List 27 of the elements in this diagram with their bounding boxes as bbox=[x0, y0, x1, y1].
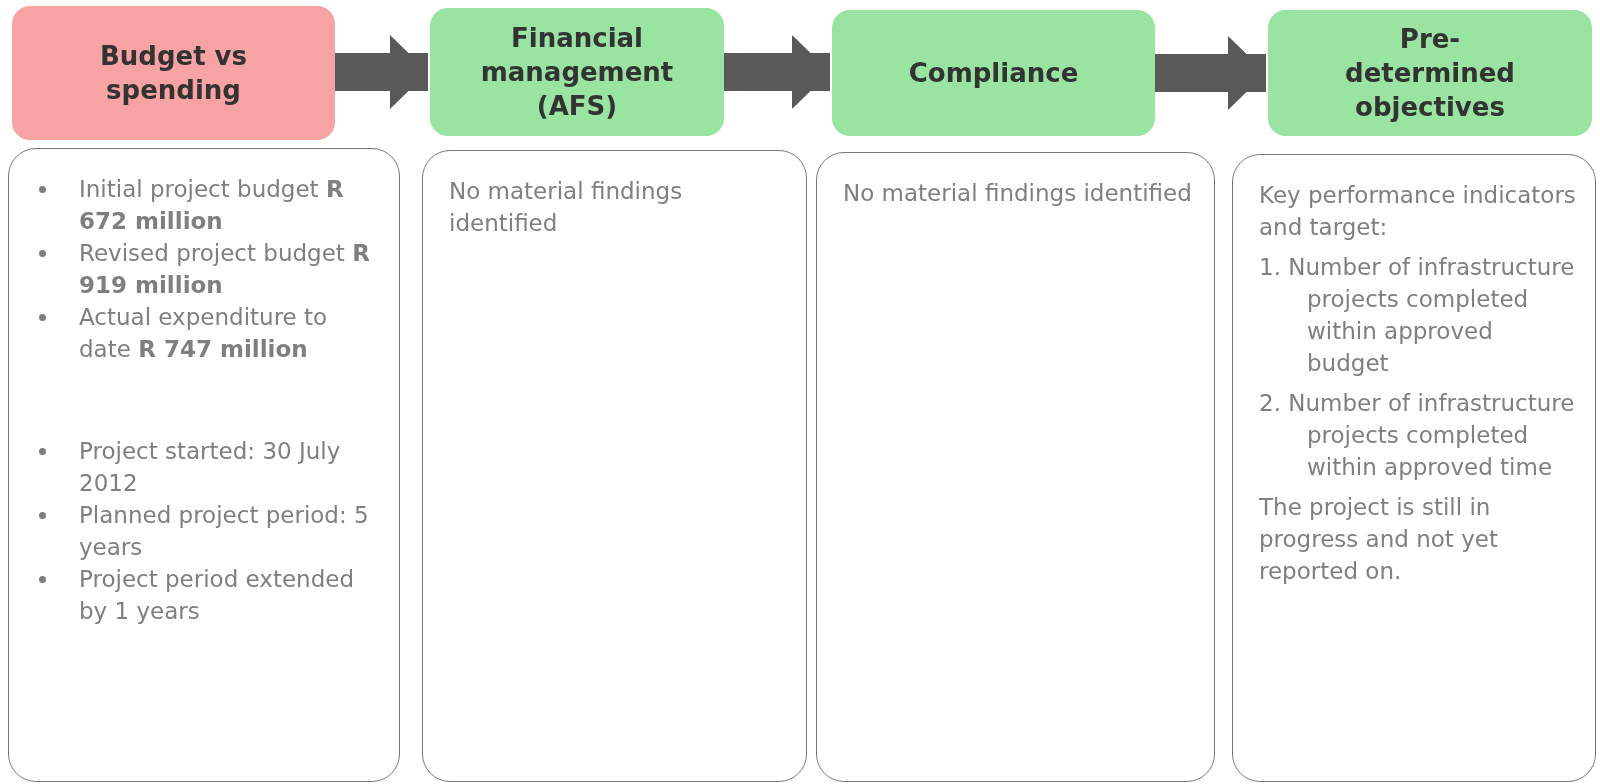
header-title: Budget vs spending bbox=[98, 40, 249, 107]
header-title: Pre-determined objectives bbox=[1344, 23, 1516, 124]
numbered-item: 2. Number of infrastructure projects completed within approved time bbox=[1259, 389, 1576, 482]
header-box bbox=[12, 6, 335, 140]
block-arrow bbox=[724, 35, 830, 109]
paragraph: No material findings identified bbox=[449, 177, 684, 238]
text-panel bbox=[816, 152, 1215, 782]
bullet-text: Initial project budget R 672 million bbox=[79, 176, 344, 234]
bullet-text: Planned project period: 5 years bbox=[79, 502, 369, 560]
paragraph: The project is still in progress and not yet reported on. bbox=[1259, 493, 1499, 586]
header-box bbox=[1268, 10, 1592, 136]
bullet-text: Project started: 30 July 2012 bbox=[79, 438, 341, 496]
text-panel bbox=[8, 148, 400, 782]
paragraph: No material findings identified bbox=[843, 179, 1193, 208]
block-arrow bbox=[1155, 36, 1266, 110]
text-panel bbox=[422, 150, 807, 782]
header-box bbox=[430, 8, 724, 136]
header-box bbox=[832, 10, 1155, 136]
header-title: Financial management (AFS) bbox=[479, 22, 675, 123]
text-panel bbox=[1232, 154, 1596, 782]
paragraph: Key performance indicators and target: bbox=[1259, 181, 1577, 242]
bullet-text: Revised project budget R 919 million bbox=[79, 240, 370, 298]
numbered-item: 1. Number of infrastructure projects completed within approved budget bbox=[1259, 253, 1576, 378]
block-arrow bbox=[335, 35, 428, 109]
bullet-text: Actual expenditure to date R 747 million bbox=[79, 304, 328, 362]
bullet-text: Project period extended by 1 years bbox=[79, 566, 355, 624]
header-title: Compliance bbox=[908, 57, 1079, 90]
